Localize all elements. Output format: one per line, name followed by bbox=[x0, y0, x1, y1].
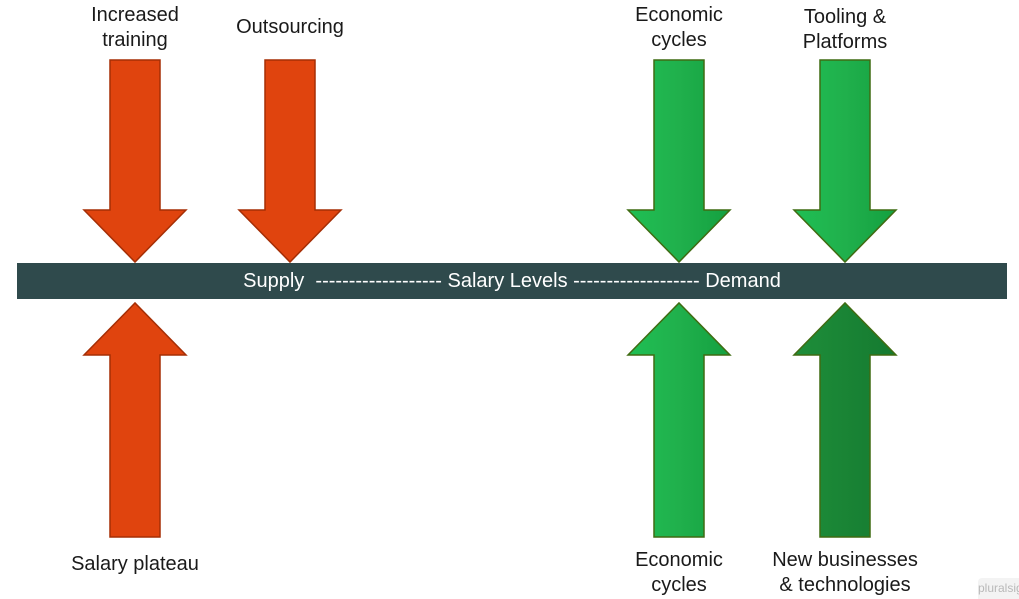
arrow-down-outsourcing bbox=[237, 59, 343, 264]
label-increased-training: Increased training bbox=[91, 4, 179, 51]
label-tooling-platforms: Tooling & Platforms bbox=[802, 6, 888, 53]
label-economic-cycles-top: Economic cycles bbox=[635, 4, 723, 51]
arrow-up-economic-cycles bbox=[626, 301, 732, 538]
label-salary-plateau: Salary plateau bbox=[71, 553, 199, 575]
arrow-down-tooling-platforms bbox=[792, 59, 898, 264]
arrow-up-new-businesses bbox=[792, 301, 898, 538]
arrow-up-salary-plateau bbox=[82, 301, 188, 538]
label-new-businesses-technologies: New businesses & technologies bbox=[772, 549, 918, 596]
salary-levels-bar-text: Supply ------------------- Salary Levels… bbox=[243, 270, 781, 292]
label-economic-cycles-bottom: Economic cycles bbox=[635, 549, 723, 596]
label-outsourcing: Outsourcing bbox=[236, 16, 344, 38]
pluralsight-watermark: pluralsight bbox=[978, 578, 1019, 599]
arrow-down-economic-cycles bbox=[626, 59, 732, 264]
salary-levels-bar: Supply ------------------- Salary Levels… bbox=[17, 263, 1007, 299]
arrow-down-increased-training bbox=[82, 59, 188, 264]
